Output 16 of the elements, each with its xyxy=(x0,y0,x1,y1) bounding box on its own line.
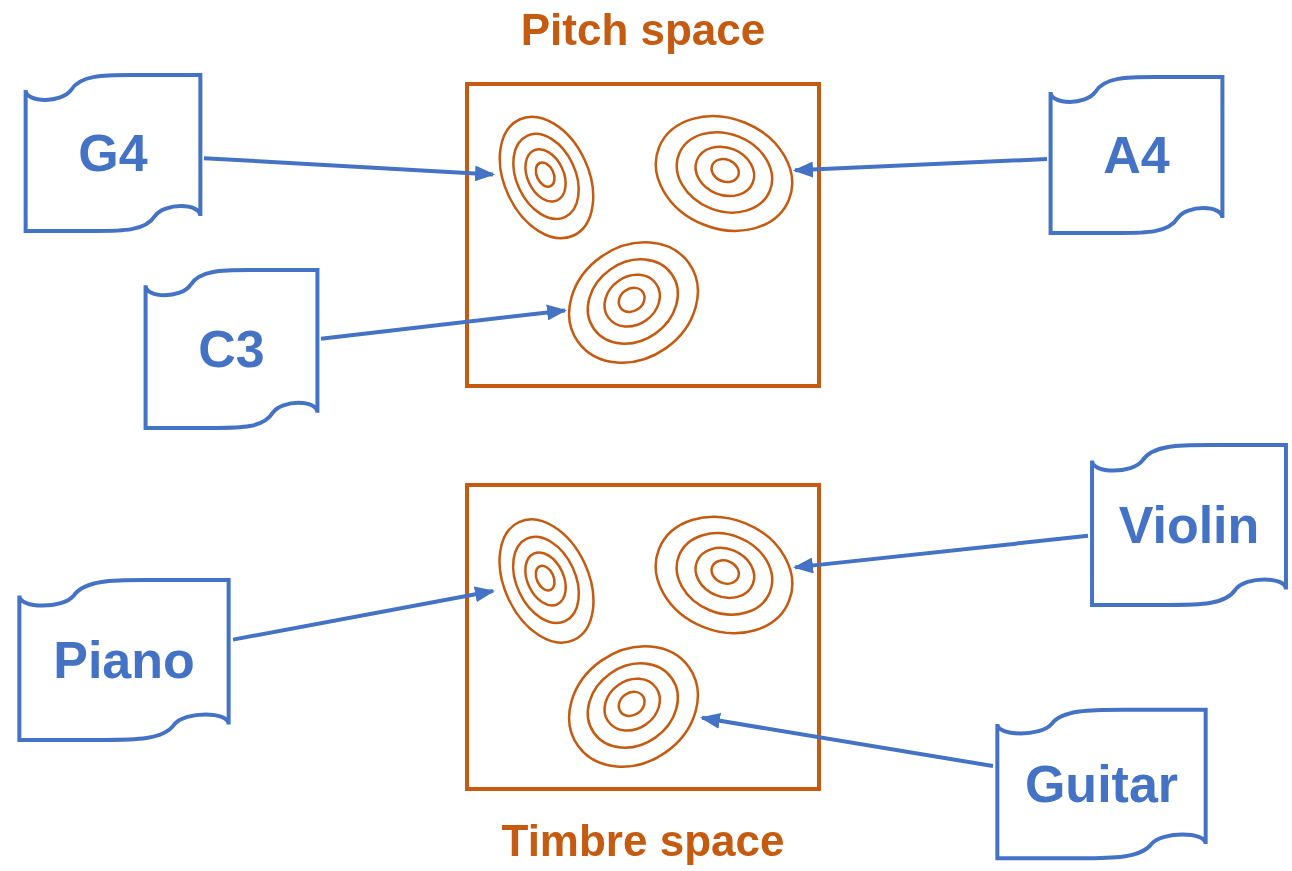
arrow xyxy=(700,712,994,768)
tape-label: Guitar xyxy=(1024,758,1179,810)
tape-label: Violin xyxy=(1118,499,1260,551)
arrow xyxy=(793,157,1048,178)
tape-label: G4 xyxy=(78,127,148,179)
contour-ellipses-icon xyxy=(653,112,795,235)
tape-label: Piano xyxy=(53,634,195,686)
space-title: Timbre space xyxy=(501,819,785,863)
arrow xyxy=(793,533,1089,574)
tape-label: C3 xyxy=(198,323,265,375)
arrow xyxy=(320,304,567,341)
space-title: Pitch space xyxy=(520,8,766,52)
tape-label: A4 xyxy=(1103,129,1170,181)
contour-ellipses-icon xyxy=(653,512,795,638)
arrow xyxy=(203,156,495,182)
arrow xyxy=(232,586,495,642)
